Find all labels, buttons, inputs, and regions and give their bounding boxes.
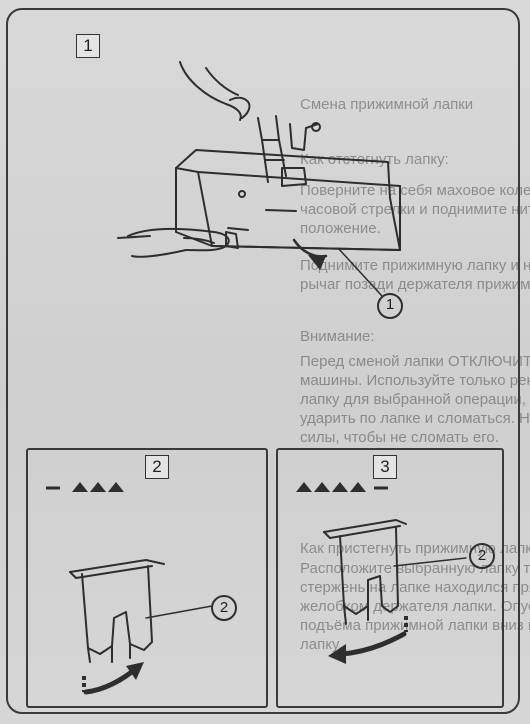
bleed-remove-title: Как отстегнуть лапку: — [300, 151, 449, 168]
panel-3-number: 3 — [373, 455, 397, 479]
bleed-attach-line: стержень на лапке находился прямо под — [300, 579, 530, 596]
bleed-remove-line: Поверните на себя маховое колесо против — [300, 182, 530, 199]
bleed-remove-line: положение. — [300, 220, 381, 237]
panel-1-number: 1 — [76, 34, 100, 58]
bleed-attach-line: лапку. — [300, 636, 343, 653]
presser-foot-attach-illustration — [296, 482, 495, 664]
sewing-machine-illustration — [117, 61, 403, 319]
panel-3 — [276, 448, 504, 708]
bleed-remove-line: рычаг позади держателя прижимной лапки. — [300, 276, 530, 293]
bleed-attach-title: Как пристегнуть прижимную лапку: — [300, 540, 530, 557]
bleed-attach-line: желобком держателя лапки. Опустите рычаг — [300, 598, 530, 615]
bleed-note-line: лапку для выбранной операции, иначе игла… — [300, 391, 530, 408]
bleed-heading: Смена прижимной лапки — [300, 96, 474, 113]
presser-foot-detach-illustration — [46, 482, 237, 695]
bleed-note-line: машины. Используйте только рекомендованн… — [300, 372, 530, 389]
bleed-note-line: силы, чтобы не сломать его. — [300, 429, 499, 446]
panel-3-callout: 2 — [477, 547, 487, 564]
figure-frame — [6, 8, 520, 714]
bleed-note-line: Перед сменой лапки ОТКЛЮЧИТЕ питание — [300, 353, 530, 370]
panel-1-callout: 1 — [385, 296, 395, 313]
bleed-remove-line: часовой стрелки и поднимите нитку в верх… — [300, 201, 530, 218]
panel-2 — [26, 448, 268, 708]
bleed-attach-line: подъёма прижимной лапки вниз и пристегни… — [300, 617, 530, 634]
panel-2-number: 2 — [145, 455, 169, 479]
bleed-note-title: Внимание: — [300, 328, 375, 345]
bleed-note-line: ударить по лапке и сломаться. Не прилага… — [300, 410, 530, 427]
panel-2-callout: 2 — [219, 599, 229, 616]
